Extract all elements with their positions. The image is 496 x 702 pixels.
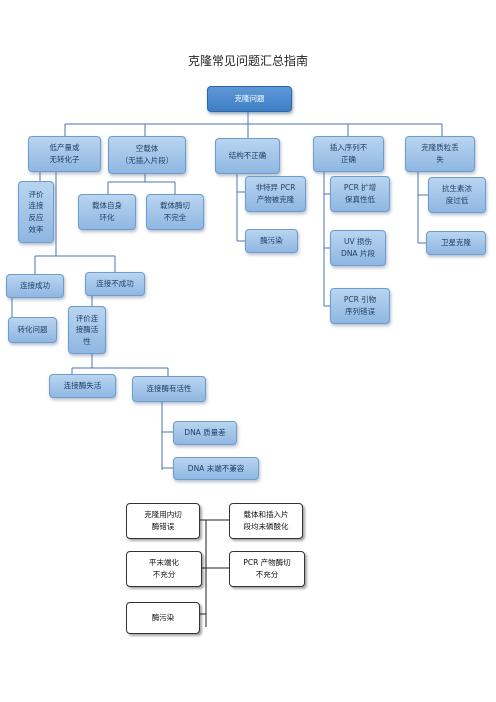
category-empty-vector: 空载体 （无插入片段） <box>108 136 186 174</box>
category-clone-loss: 克隆质粒丢 失 <box>405 136 475 172</box>
pcr-fidelity-low-node: PCR 扩增 保真性低 <box>330 176 390 212</box>
category-wrong-structure: 结构不正确 <box>215 138 280 174</box>
cause-endonuclease-error: 克隆用内切 酶错误 <box>126 503 200 539</box>
cause-pcr-digest-incomplete: PCR 产物酶切 不充分 <box>229 551 305 587</box>
self-ligation-node: 载体自身 环化 <box>78 194 136 230</box>
uv-damage-node: UV 损伤 DNA 片段 <box>330 230 386 266</box>
nonspecific-pcr-node: 非特异 PCR 产物被克隆 <box>245 176 306 212</box>
satellite-clones-node: 卫星克隆 <box>426 231 486 255</box>
cause-not-dephosphorylated: 载体和插入片 段均未磷酸化 <box>229 503 303 539</box>
evaluate-efficiency-node: 评价 连接 反应 效率 <box>18 181 54 243</box>
antibiotic-low-node: 抗生素浓 度过低 <box>428 177 486 213</box>
structure-enzyme-contamination-node: 酶污染 <box>245 229 298 253</box>
dna-ends-incompatible-node: DNA 末端不兼容 <box>173 457 259 480</box>
primer-error-node: PCR 引物 序列错误 <box>330 288 390 324</box>
ligase-active-node: 连接酶有活性 <box>132 376 206 402</box>
evaluate-ligase-node: 评价连 接酶活 性 <box>68 306 106 354</box>
cause-blunting-incomplete: 平末端化 不充分 <box>126 551 202 587</box>
page-title: 克隆常见问题汇总指南 <box>187 54 308 68</box>
vector-digest-incomplete-node: 载体酶切 不完全 <box>146 194 204 230</box>
root-node: 克隆问题 <box>207 86 292 112</box>
cause-enzyme-contamination: 酶污染 <box>126 602 200 634</box>
ligation-success-node: 连接成功 <box>6 274 64 298</box>
category-low-yield: 低产量或 无转化子 <box>28 136 101 172</box>
transformation-problem-node: 转化问题 <box>8 317 57 343</box>
category-wrong-insert: 插入序列不 正确 <box>313 136 384 172</box>
dna-poor-quality-node: DNA 质量差 <box>173 421 237 445</box>
ligation-failure-node: 连接不成功 <box>85 272 145 296</box>
ligase-inactive-node: 连接酶失活 <box>49 374 116 398</box>
